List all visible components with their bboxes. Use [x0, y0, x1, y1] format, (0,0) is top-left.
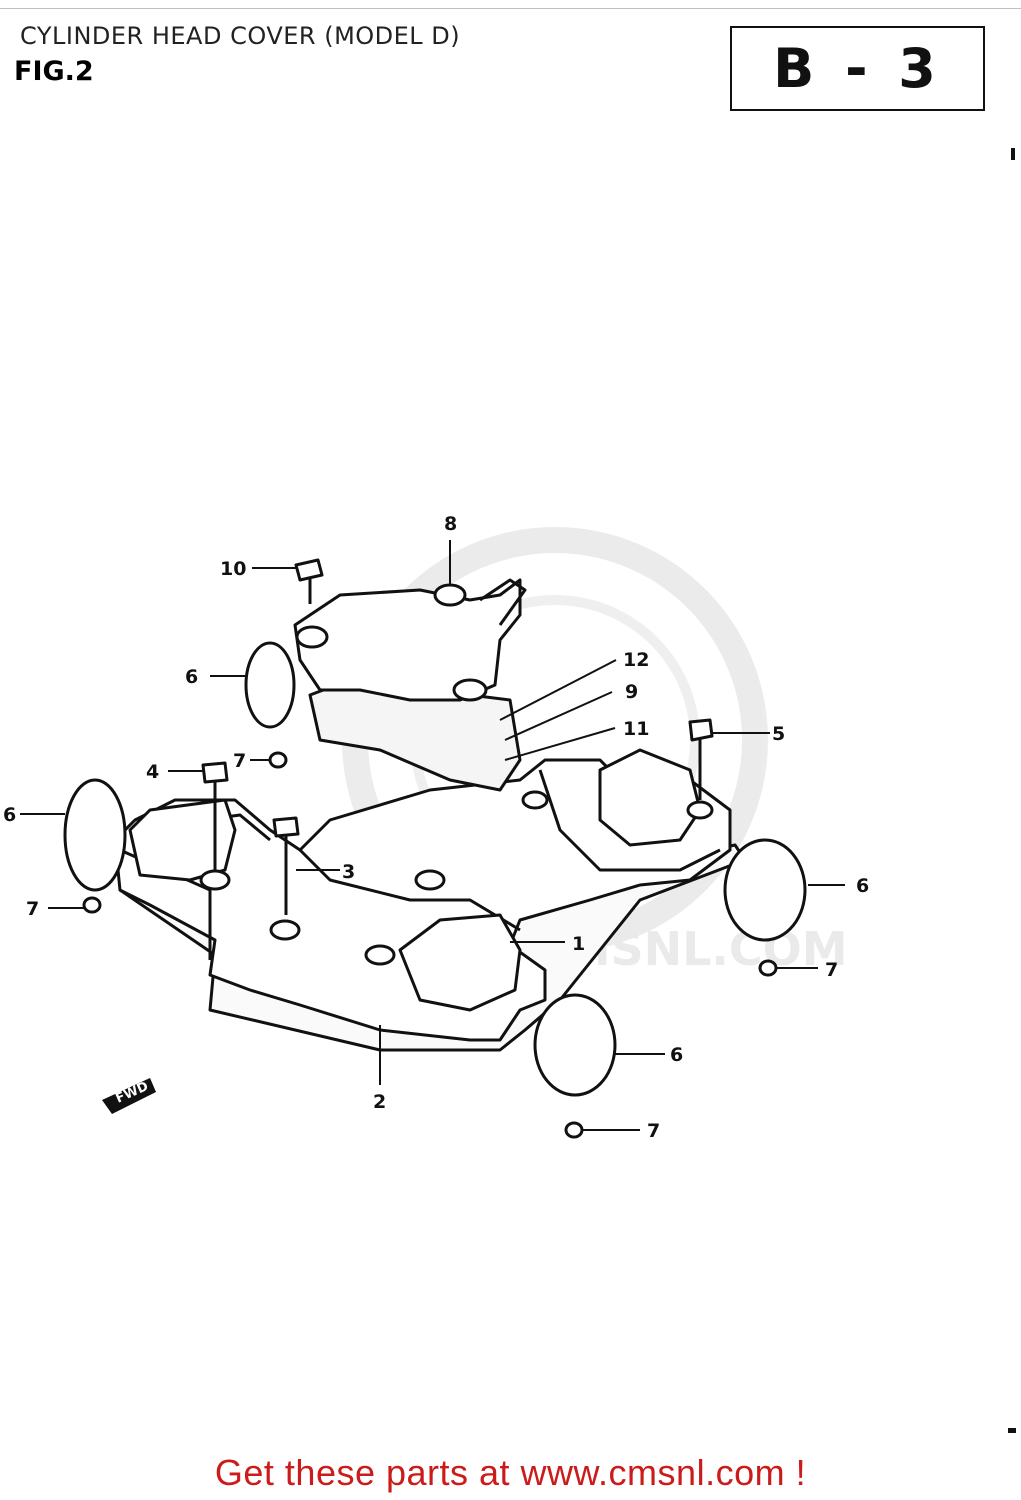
fwd-arrow: FWD	[102, 1078, 156, 1114]
cam-end-plug	[244, 641, 296, 729]
screw-7	[758, 959, 778, 977]
left-cam-lobe	[128, 798, 237, 882]
callout-6: 6	[856, 875, 869, 897]
callout-7: 7	[647, 1120, 660, 1142]
section-code: B - 3	[773, 37, 942, 100]
callout-6: 6	[185, 666, 198, 688]
bolt-3	[272, 816, 300, 915]
cover-boss	[414, 869, 446, 891]
bolt-4	[201, 761, 229, 870]
front-cam-lobe	[398, 913, 522, 1012]
callout-11: 11	[623, 718, 649, 740]
cam-end-plug	[723, 838, 807, 942]
callout-4: 4	[146, 761, 159, 783]
cover-boss	[364, 944, 396, 966]
cam-end-plug	[533, 993, 617, 1097]
footer-link[interactable]: Get these parts at www.cmsnl.com !	[214, 1452, 807, 1493]
screw-7	[268, 751, 288, 769]
top-rule	[0, 8, 1021, 9]
cover-boss	[686, 800, 714, 820]
callout-10: 10	[220, 558, 246, 580]
screw-7	[82, 896, 102, 914]
callout-7: 7	[26, 898, 39, 920]
callout-1: 1	[572, 933, 585, 955]
bolt-5	[688, 718, 714, 800]
cam-end-plug	[63, 778, 127, 892]
breather-cover	[293, 578, 522, 702]
callout-7: 7	[825, 959, 838, 981]
callout-6: 6	[3, 804, 16, 826]
callout-8: 8	[444, 513, 457, 535]
callout-3: 3	[342, 861, 355, 883]
figure-number: FIG.2	[14, 56, 94, 87]
cover-boss	[199, 869, 231, 891]
callout-9: 9	[625, 681, 638, 703]
callout-7: 7	[233, 750, 246, 772]
callout-12: 12	[623, 649, 649, 671]
section-code-box: B - 3	[730, 26, 985, 111]
cover-boss	[269, 919, 301, 941]
right-cam-lobe	[598, 748, 702, 847]
cover-boss	[521, 790, 549, 810]
bolt-10	[294, 558, 324, 604]
page-title: CYLINDER HEAD COVER (MODEL D)	[20, 22, 461, 50]
callout-5: 5	[772, 723, 785, 745]
screw-7	[564, 1121, 584, 1139]
callout-6: 6	[670, 1044, 683, 1066]
callout-2: 2	[373, 1091, 386, 1113]
